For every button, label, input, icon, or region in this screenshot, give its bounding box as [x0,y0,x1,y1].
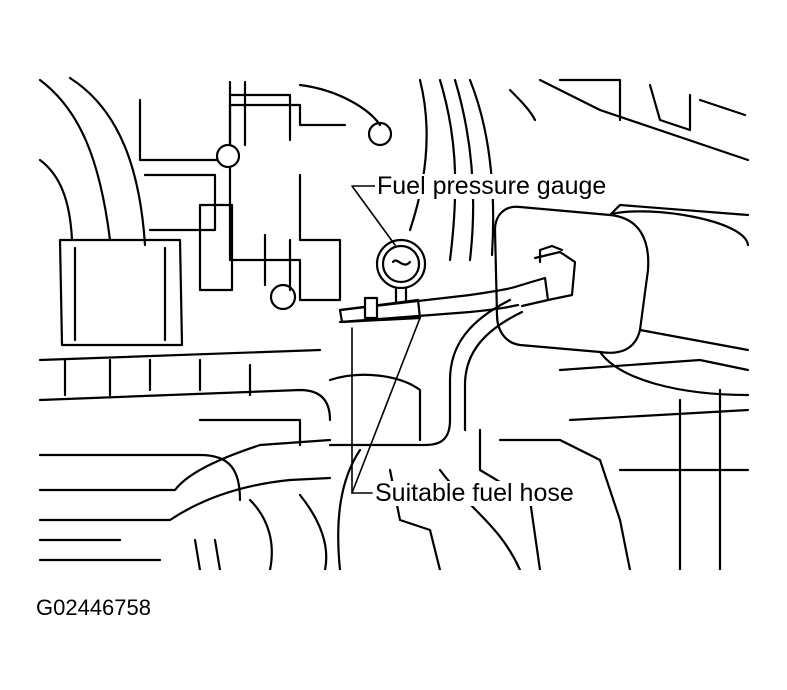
right-housing [493,205,650,354]
bolt-1 [215,143,241,169]
suitable-fuel-hose [328,298,524,447]
lower-components [328,358,750,570]
lower-frame [38,348,332,570]
suitable-fuel-hose-label: Suitable fuel hose [373,479,576,507]
gauge-leader [351,185,396,246]
intake-duct [38,76,147,247]
bolt-2 [269,283,297,311]
figure-id: G02446758 [36,595,151,620]
upper-pipes [408,78,750,262]
bolt-3 [367,121,393,147]
filter-box [58,238,184,347]
engine-bay-linework [38,76,750,570]
fuel-pressure-gauge-label: Fuel pressure gauge [375,172,609,200]
throttle-body [138,98,347,302]
hose-leader-2 [351,317,421,494]
